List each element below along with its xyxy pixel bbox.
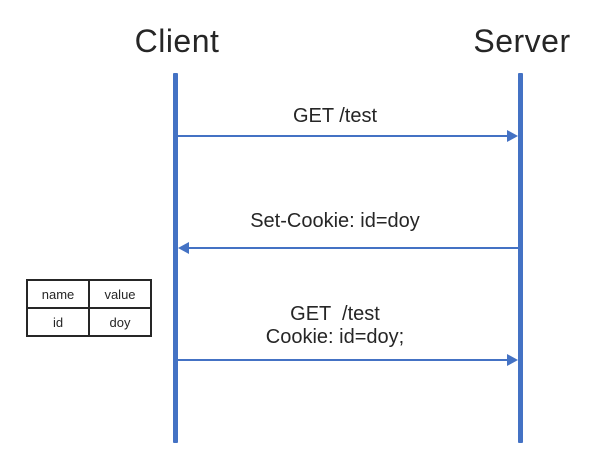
arrowhead-left-icon — [178, 242, 189, 254]
message-text-line: GET /test — [290, 303, 380, 325]
message-label-get-test: GET /test — [160, 105, 510, 128]
arrowhead-right-icon — [507, 354, 518, 366]
message-label-set-cookie: Set-Cookie: id=doy — [160, 210, 510, 233]
message-text-line: Cookie: id=doy; — [265, 326, 405, 348]
lifeline-server — [518, 73, 523, 443]
table-row: id doy — [26, 307, 152, 337]
table-cell-value: doy — [88, 307, 152, 337]
message-text-line: GET /test — [292, 105, 378, 127]
cookie-table: name value id doy — [26, 279, 152, 337]
message-text-line: Set-Cookie: id=doy — [250, 210, 420, 232]
actor-label-server: Server — [473, 23, 571, 59]
message-label-get-with-cookie: GET /test Cookie: id=doy; — [160, 303, 510, 349]
message-arrow-get-test — [178, 135, 508, 137]
lifeline-client — [173, 73, 178, 443]
message-arrow-get-with-cookie — [178, 359, 508, 361]
table-cell-name: id — [26, 307, 90, 337]
table-header-row: name value — [26, 279, 152, 309]
actor-label-client: Client — [134, 23, 220, 59]
table-header-name: name — [26, 279, 90, 309]
message-arrow-set-cookie — [189, 247, 518, 249]
arrowhead-right-icon — [507, 130, 518, 142]
table-header-value: value — [88, 279, 152, 309]
